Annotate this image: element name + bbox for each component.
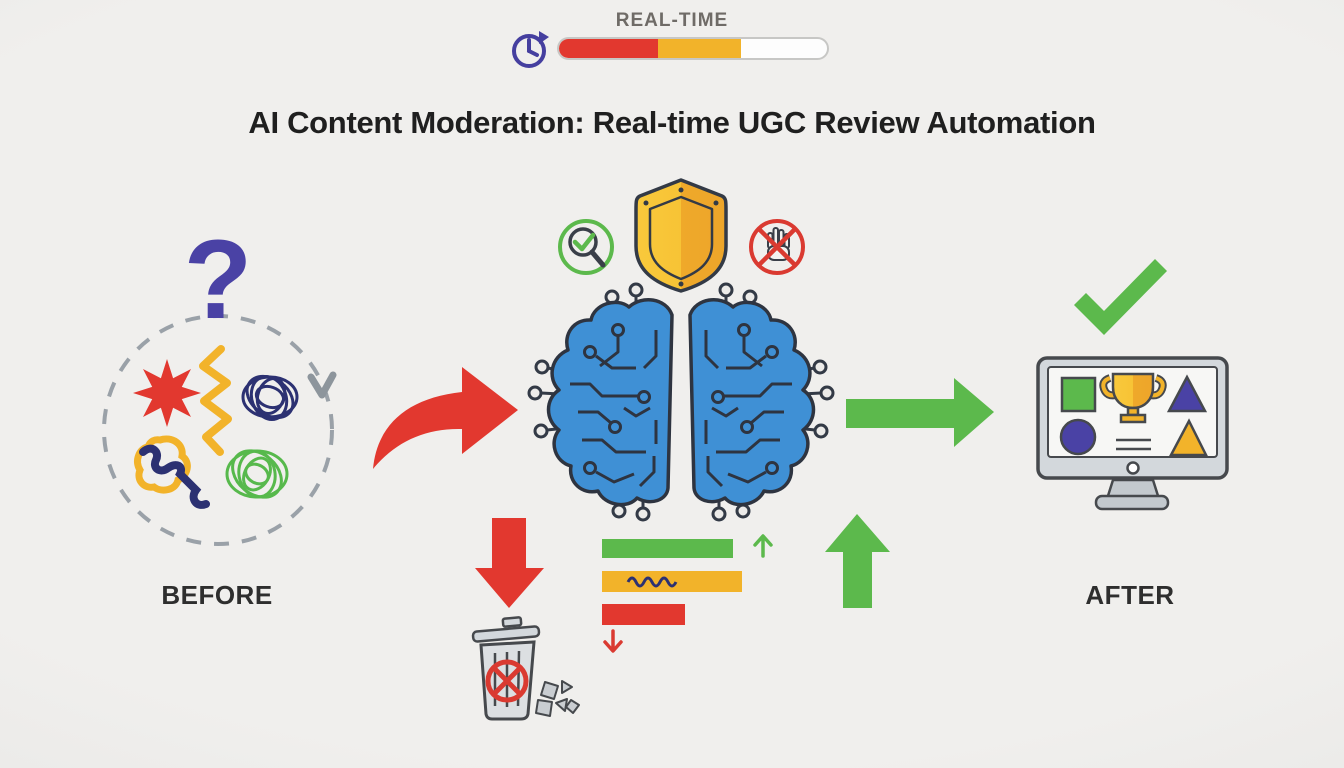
dashed-circle: [102, 314, 334, 546]
ai-brain-icon: [527, 282, 835, 522]
starburst-icon: [133, 359, 201, 427]
red-down-arrow-icon: [475, 518, 544, 608]
debris-pieces: [535, 680, 580, 717]
after-label: AFTER: [1085, 580, 1175, 610]
before-label: BEFORE: [161, 580, 273, 610]
progress-segment-in-review: [658, 39, 742, 58]
squiggle-mark: [626, 576, 678, 588]
rejected-content-bar: [602, 604, 685, 625]
question-mark-icon: ?: [184, 217, 252, 342]
content-score-bars: [602, 534, 773, 653]
navy-zigzag-scribble: [139, 444, 210, 509]
green-scribble-ball: [225, 449, 289, 499]
green-up-arrow-icon: [825, 514, 890, 608]
small-down-arrow-icon: [603, 629, 623, 653]
red-curved-arrow-icon: [373, 367, 518, 469]
small-up-arrow-icon: [753, 534, 773, 558]
trophy-icon: [1099, 372, 1167, 424]
approved-content-bar: [602, 539, 733, 558]
shield-icon: [634, 178, 728, 293]
approved-magnifier-icon: [558, 219, 614, 275]
realtime-label: REAL-TIME: [615, 10, 729, 31]
page-title: AI Content Moderation: Real-time UGC Rev…: [248, 105, 1096, 140]
yellow-triangle-shape: [1168, 418, 1209, 457]
progress-segment-flagged: [559, 39, 659, 58]
approved-checkmark-icon: [1074, 259, 1167, 335]
clock-refresh-icon: [506, 26, 552, 72]
green-arrow-icon: [846, 378, 994, 447]
before-content-cluster: ?: [102, 217, 337, 546]
monitor-power-button: [1126, 461, 1140, 475]
progress-bar: [557, 37, 829, 60]
rotation-arrow-icon: [307, 371, 337, 399]
flagged-content-bar: [602, 571, 742, 592]
rejected-x-badge: [485, 659, 529, 703]
yellow-zigzag-scribble: [199, 345, 232, 456]
navy-scribble-ball: [241, 374, 299, 421]
trash-icon: [471, 616, 541, 721]
purple-triangle-shape: [1166, 374, 1208, 413]
green-square-shape: [1060, 376, 1097, 413]
blocked-hand-icon: [749, 219, 805, 275]
purple-circle-shape: [1059, 418, 1097, 456]
monitor-icon: [1036, 356, 1229, 511]
